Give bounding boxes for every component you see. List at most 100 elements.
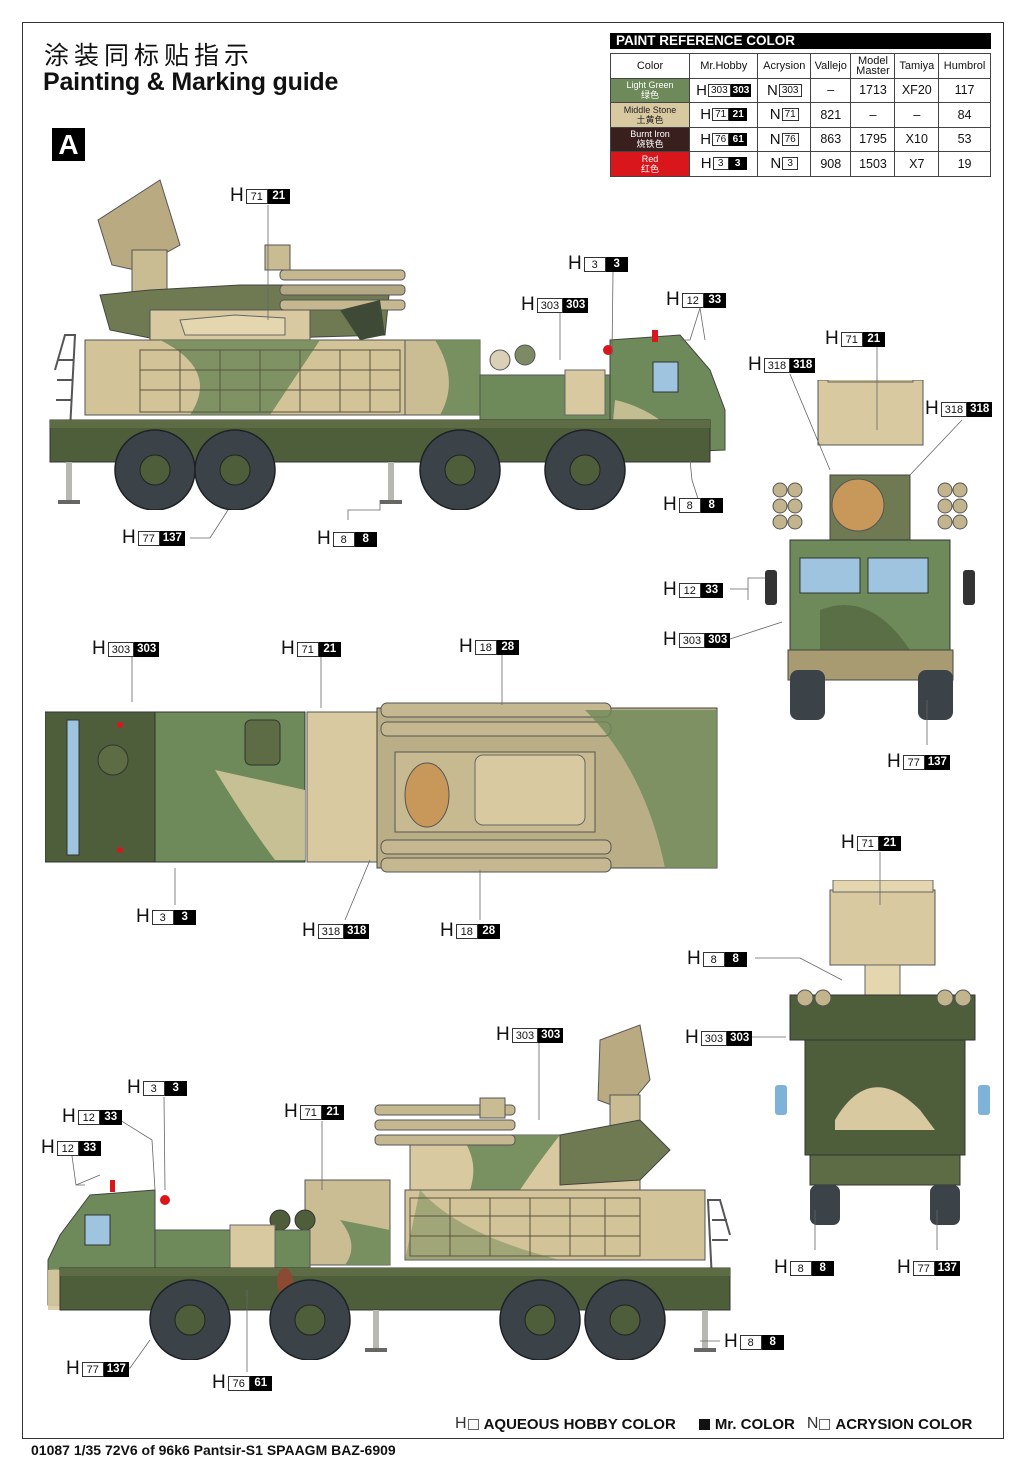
h-prefix: H <box>521 294 535 315</box>
scheme-badge: A <box>52 128 85 161</box>
aqueous-code: 318 <box>317 923 345 939</box>
aqueous-code: 77 <box>902 754 925 770</box>
aqueous-code: 303 <box>678 632 706 648</box>
mr-color-box-icon <box>698 1418 710 1430</box>
h-prefix: H <box>230 185 244 206</box>
aqueous-code: 12 <box>681 292 704 308</box>
color-name-en: Light Green <box>626 80 674 91</box>
h-prefix: H <box>302 920 316 941</box>
aqueous-code: 3 <box>142 1080 165 1096</box>
aqueous-code: 71 <box>712 108 730 122</box>
h-prefix: H <box>317 528 331 549</box>
h-prefix: H <box>663 629 677 650</box>
col-tamiya: Tamiya <box>894 53 940 79</box>
rear-view-illustration <box>775 880 990 1225</box>
mr-color-code: 318 <box>967 401 993 417</box>
vallejo-cell: – <box>810 77 852 103</box>
color-name-en: Red <box>641 153 659 164</box>
aqueous-code: 71 <box>856 835 879 851</box>
vallejo-cell: 821 <box>810 102 852 128</box>
h-prefix: H <box>925 398 939 419</box>
aqueous-code: 8 <box>702 951 725 967</box>
color-name-cn: 土黄色 <box>636 114 664 125</box>
mr-color-code: 303 <box>730 83 752 97</box>
col-acrysion: Acrysion <box>757 53 812 79</box>
aqueous-code: 8 <box>678 497 701 513</box>
mr-color-code: 303 <box>563 297 589 313</box>
aqueous-code: 77 <box>137 530 160 546</box>
h-prefix: H <box>122 527 136 548</box>
h-prefix: H <box>568 253 582 274</box>
mr-color-code: 21 <box>321 1104 344 1120</box>
h-prefix: H <box>92 638 106 659</box>
aqueous-code: 12 <box>77 1109 100 1125</box>
mr-color-code: 8 <box>354 531 377 547</box>
humbrol-cell: 84 <box>938 102 991 128</box>
mr-color-code: 61 <box>249 1375 272 1391</box>
aqueous-code: 318 <box>763 357 791 373</box>
aqueous-code: 12 <box>56 1140 79 1156</box>
modelmaster-cell: 1713 <box>850 77 896 103</box>
mr-color-code: 137 <box>934 1260 960 1276</box>
mr-color-code: 303 <box>727 1030 753 1046</box>
h-prefix: H <box>666 289 680 310</box>
legend-mr: Mr. COLOR <box>714 1415 795 1433</box>
modelmaster-cell: 1503 <box>850 151 896 177</box>
tamiya-cell: – <box>894 102 940 128</box>
color-name-cn: 烧铁色 <box>636 139 664 150</box>
acrysion-code: 76 <box>781 132 799 146</box>
mr-color-code: 21 <box>729 108 748 122</box>
h-prefix: H <box>841 832 855 853</box>
h-prefix: H <box>127 1077 141 1098</box>
acrysion-code: 3 <box>782 157 799 171</box>
mr-color-code: 137 <box>924 754 950 770</box>
mr-color-code: 28 <box>477 923 500 939</box>
top-view-illustration <box>45 702 718 873</box>
aqueous-code: 318 <box>940 401 968 417</box>
mr-color-code: 3 <box>605 256 628 272</box>
mr-color-code: 28 <box>496 639 519 655</box>
h-prefix: H <box>440 920 454 941</box>
aqueous-code: 77 <box>912 1260 935 1276</box>
mr-color-code: 8 <box>811 1260 834 1276</box>
color-name-cn: 绿色 <box>640 90 659 101</box>
mr-color-code: 33 <box>700 582 723 598</box>
aqueous-code: 303 <box>707 83 731 97</box>
col-vallejo: Vallejo <box>810 53 852 79</box>
mr-color-code: 318 <box>790 357 816 373</box>
modelmaster-cell: 1795 <box>850 126 896 152</box>
mr-color-code: 318 <box>344 923 370 939</box>
humbrol-cell: 53 <box>938 126 991 152</box>
mr-color-code: 21 <box>318 641 341 657</box>
h-prefix: H <box>66 1358 80 1379</box>
aqueous-code: 3 <box>151 909 174 925</box>
h-prefix: H <box>748 354 762 375</box>
aqueous-code: 76 <box>227 1375 250 1391</box>
front-view-illustration <box>765 380 975 720</box>
h-prefix: H <box>212 1372 226 1393</box>
paint-reference-table: PAINT REFERENCE COLOR Color Mr.Hobby Acr… <box>610 33 991 177</box>
mr-color-code: 3 <box>164 1080 187 1096</box>
h-prefix: H <box>774 1257 788 1278</box>
